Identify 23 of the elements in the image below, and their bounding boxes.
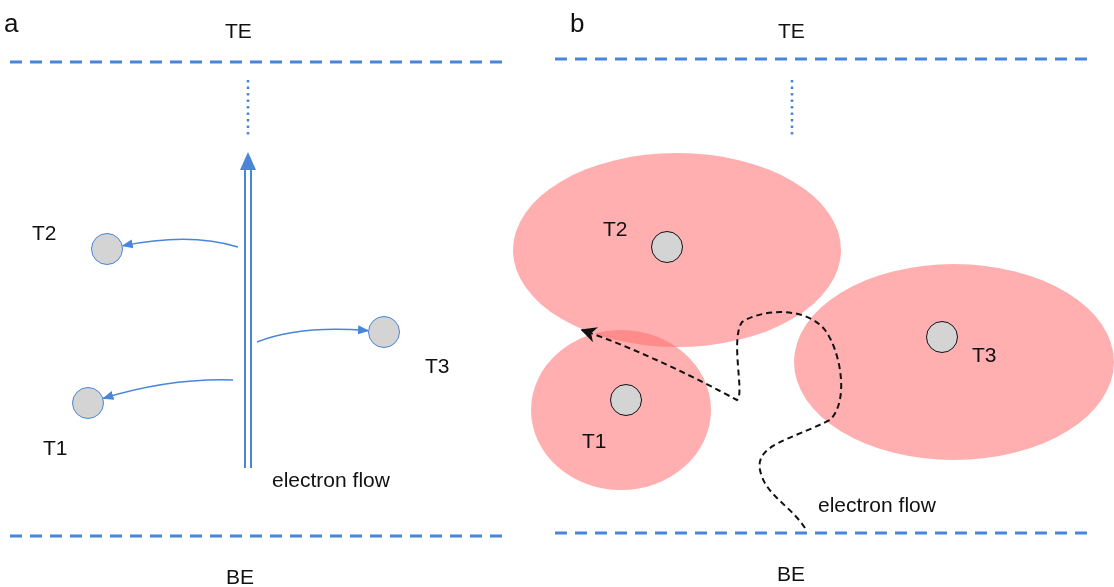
trap-label: T2 [32, 222, 57, 243]
electrode-label: TE [778, 20, 805, 41]
trap-label: T2 [603, 218, 628, 239]
trap-label: T3 [972, 344, 997, 365]
electrode-label: TE [225, 20, 252, 41]
panel-letter: a [4, 10, 19, 36]
trap-label: T1 [582, 430, 607, 451]
arrow [102, 379, 234, 400]
trap-label: T1 [43, 437, 68, 458]
trap-circle [651, 231, 683, 263]
electrode-label: BE [226, 566, 254, 587]
trap-circle [610, 384, 642, 416]
trap-circle [368, 316, 400, 348]
electrode-label: BE [777, 563, 805, 584]
trap-circle [72, 387, 104, 419]
arrow [121, 238, 239, 249]
trap-label: T3 [425, 355, 450, 376]
flow-label: electron flow [272, 469, 390, 490]
panel-letter: b [570, 10, 585, 36]
trap-circle [91, 233, 123, 265]
trap-circle [926, 321, 958, 353]
flow-label: electron flow [818, 494, 936, 515]
arrow [256, 325, 370, 343]
